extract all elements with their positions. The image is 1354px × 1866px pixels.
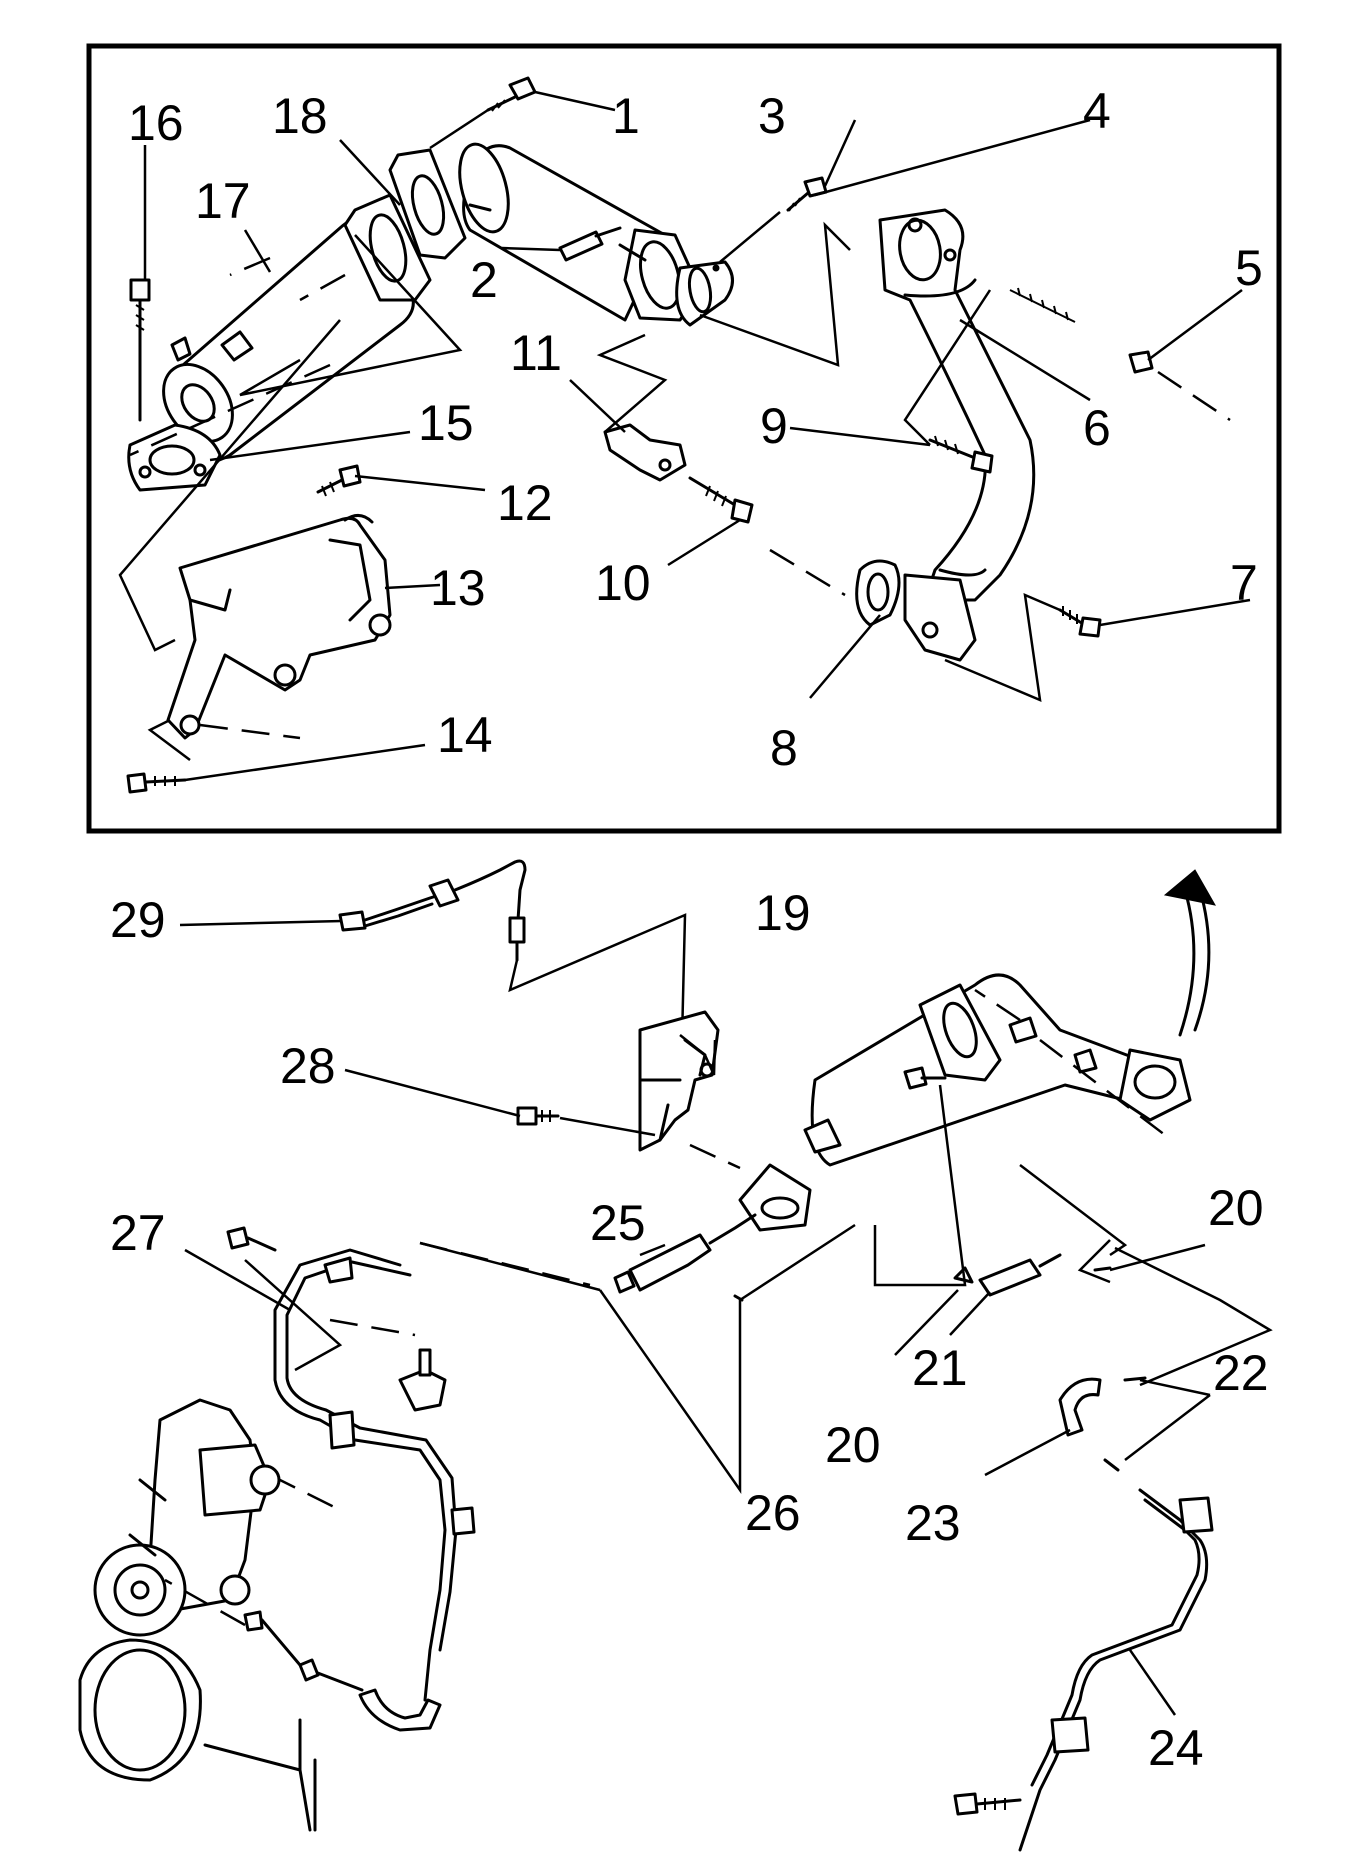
hose-23 <box>1058 1376 1147 1472</box>
callout-4: 4 <box>1083 83 1111 139</box>
hose-25 <box>613 1213 757 1302</box>
nut-5 <box>1009 287 1231 422</box>
pipe-24 <box>953 1488 1214 1852</box>
mounting-bracket-13 <box>166 514 392 740</box>
gasket-18 <box>388 148 467 260</box>
pipe-27 <box>226 1226 476 1702</box>
callout-17: 17 <box>195 173 251 229</box>
callout-18: 18 <box>272 88 328 144</box>
bolt-7 <box>1058 606 1102 638</box>
callout-8: 8 <box>770 720 798 776</box>
callout-12: 12 <box>497 475 553 531</box>
callout-24: 24 <box>1148 1720 1204 1776</box>
bolt-14 <box>126 772 187 794</box>
callout-26: 26 <box>745 1485 801 1541</box>
callout-15: 15 <box>418 395 474 451</box>
callout-20a: 20 <box>1208 1180 1264 1236</box>
callout-6: 6 <box>1083 400 1111 456</box>
callout-14: 14 <box>437 707 493 763</box>
callout-28: 28 <box>280 1038 336 1094</box>
egr-cooler-lower-assembly <box>803 973 1192 1167</box>
curved-arrow-icon <box>1163 869 1216 1037</box>
callout-7: 7 <box>1230 555 1258 611</box>
callout-3: 3 <box>758 88 786 144</box>
bracket-19 <box>638 1010 720 1152</box>
callout-29: 29 <box>110 892 166 948</box>
callout-13: 13 <box>430 560 486 616</box>
engine-block <box>78 1398 317 1832</box>
sensor-harness-29 <box>338 859 527 962</box>
callout-16: 16 <box>128 95 184 151</box>
callout-20b: 20 <box>825 1417 881 1473</box>
bracket-11 <box>603 423 687 482</box>
bolt-16 <box>129 278 151 422</box>
lower-left-hose <box>243 1610 442 1732</box>
callout-2: 2 <box>470 252 498 308</box>
callout-19: 19 <box>755 885 811 941</box>
gasket-3 <box>675 260 734 327</box>
bolt-10 <box>688 476 754 524</box>
callout-11: 11 <box>510 325 562 381</box>
hose-21 <box>953 1253 1112 1297</box>
bolt-1 <box>429 76 537 150</box>
detail-inset-frame <box>86 43 1282 834</box>
callout-22: 22 <box>1213 1345 1269 1401</box>
gasket-8 <box>855 559 901 627</box>
bolt-9 <box>928 435 994 474</box>
callout-25: 25 <box>590 1195 646 1251</box>
callout-1: 1 <box>612 88 640 144</box>
callout-5: 5 <box>1235 240 1263 296</box>
callout-23: 23 <box>905 1495 961 1551</box>
egr-tube-6 <box>878 208 1036 602</box>
cooler-flange-lower <box>738 1163 812 1232</box>
callout-27: 27 <box>110 1205 166 1261</box>
callout-10: 10 <box>595 555 651 611</box>
bolt-28 <box>516 1106 656 1137</box>
callout-9: 9 <box>760 398 788 454</box>
callout-21: 21 <box>912 1340 968 1396</box>
egr-cooler-main <box>458 142 702 322</box>
tube-lower-flange <box>903 573 977 662</box>
bolt-12 <box>316 464 362 497</box>
stud-2 <box>558 226 622 262</box>
